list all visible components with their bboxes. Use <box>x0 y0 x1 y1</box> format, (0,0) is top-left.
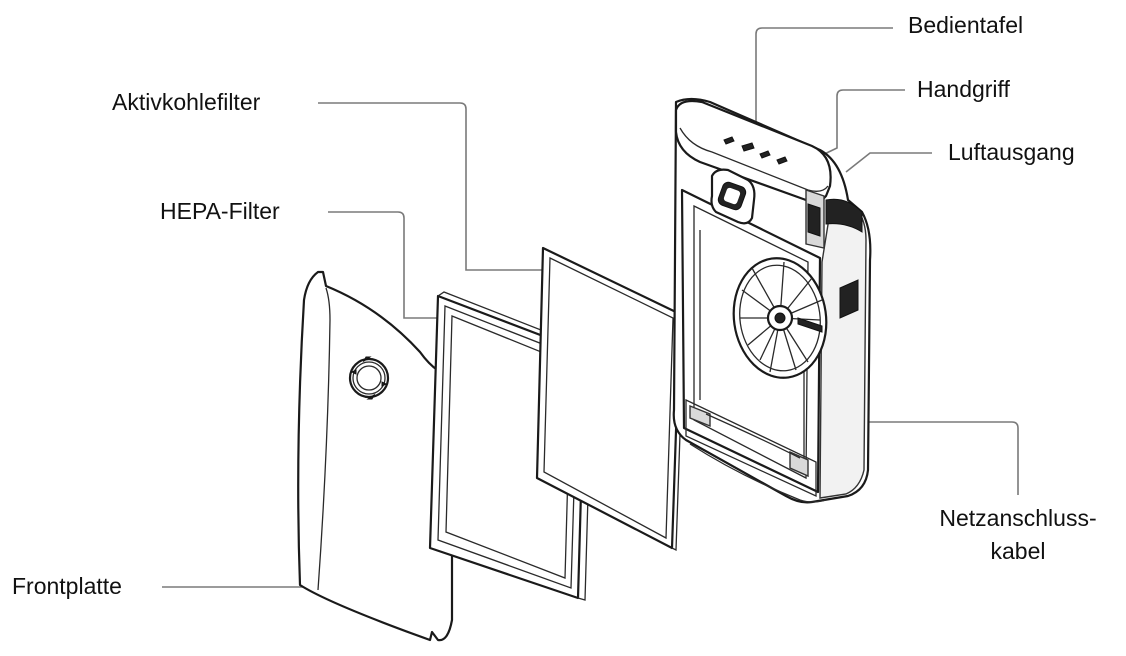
fan-icon <box>732 257 828 379</box>
label-handgriff: Handgriff <box>917 76 1010 102</box>
leader-netzanschlusskabel <box>867 421 1019 495</box>
label-bedientafel: Bedientafel <box>908 12 1024 38</box>
label-luftausgang: Luftausgang <box>948 139 1075 165</box>
label-aktivkohlefilter: Aktivkohlefilter <box>112 89 261 115</box>
leader-handgriff <box>811 89 905 161</box>
leader-hepa-filter <box>328 211 438 319</box>
leader-luftausgang <box>845 152 932 173</box>
label-netzanschlusskabel-line2: kabel <box>990 538 1046 565</box>
label-netzanschlusskabel-line1: Netzanschluss- <box>939 505 1097 531</box>
leader-lines <box>162 27 1019 588</box>
frontplatte-part <box>297 270 470 642</box>
housing-part <box>672 97 872 504</box>
leader-aktivkohlefilter <box>318 102 543 271</box>
label-frontplatte: Frontplatte <box>12 573 122 599</box>
label-netzanschlusskabel: Netzanschluss- kabel <box>905 502 1126 569</box>
label-hepa-filter: HEPA-Filter <box>160 198 280 224</box>
leader-bedientafel <box>755 27 893 142</box>
